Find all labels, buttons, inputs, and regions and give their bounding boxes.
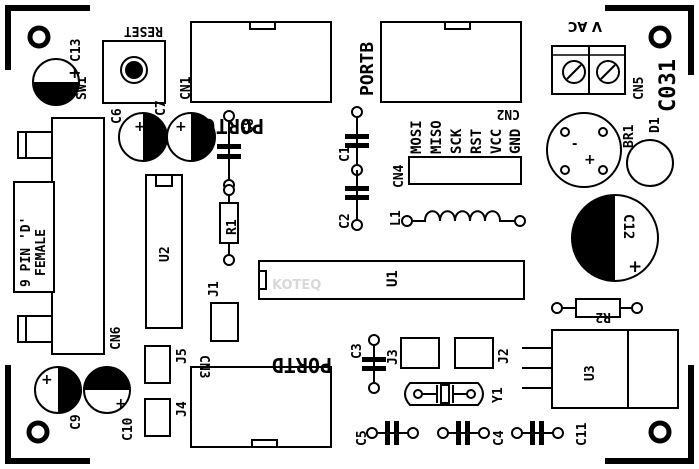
l1-label: L1 bbox=[389, 210, 404, 226]
r2-label: R2 bbox=[595, 309, 611, 324]
cn5-label: CN5 bbox=[632, 77, 647, 100]
db9-text-line1: 9 PIN 'D' bbox=[19, 217, 34, 287]
capacitor-c13: + bbox=[32, 58, 81, 106]
r1-label: R1 bbox=[225, 219, 240, 235]
u1-label: U1 bbox=[385, 270, 401, 287]
br1-plus: + bbox=[584, 152, 596, 168]
terminal-block-cn5: V AC CN5 C031 bbox=[551, 18, 681, 112]
ic-u2: U2 bbox=[145, 174, 183, 329]
capacitor-c12: C12 + bbox=[571, 194, 659, 282]
j5-label: J5 bbox=[175, 348, 190, 364]
pin-vcc-label: VCC bbox=[489, 129, 505, 154]
c6-plus: + bbox=[134, 119, 146, 135]
mounting-holes bbox=[26, 25, 672, 444]
reset-label: RESET bbox=[124, 23, 163, 38]
c4-label: C4 bbox=[492, 430, 507, 446]
jumper-j2: J2 bbox=[454, 337, 512, 369]
d1-label: D1 bbox=[648, 117, 663, 133]
reset-switch: RESET SW1 C13 bbox=[69, 23, 166, 104]
c13-label: C13 bbox=[69, 39, 84, 62]
br1-minus: - bbox=[572, 137, 577, 152]
pin-rst-label: RST bbox=[469, 129, 485, 154]
mounting-hole-top-left bbox=[27, 25, 51, 49]
c10-plus: + bbox=[115, 396, 127, 412]
c3-label: C3 bbox=[350, 343, 365, 359]
resistor-r2: R2 bbox=[551, 298, 643, 324]
connector-cn2: PORTB CN2 bbox=[357, 21, 522, 121]
c12-plus: + bbox=[628, 257, 642, 277]
cn1-label: CN1 bbox=[179, 76, 194, 100]
j2-label: J2 bbox=[497, 348, 512, 364]
portb-label: PORTB bbox=[357, 42, 378, 96]
resistor-r1: R1 bbox=[219, 184, 240, 266]
pin-sck-label: SCK bbox=[449, 128, 465, 154]
cn6-label: CN6 bbox=[109, 326, 124, 350]
c11-label: C11 bbox=[575, 422, 590, 446]
pin-gnd-label: GND bbox=[508, 129, 524, 154]
c12-label: C12 bbox=[620, 214, 636, 239]
bridge-rectifier-br1: - + BR1 bbox=[546, 112, 637, 188]
jumper-j4: J4 bbox=[144, 398, 190, 437]
c9-plus: + bbox=[41, 372, 53, 388]
regulator-u3: U3 bbox=[522, 329, 679, 409]
cn4-label: CN4 bbox=[392, 164, 407, 188]
j1-label: J1 bbox=[207, 281, 222, 297]
capacitor-c2: C2 bbox=[338, 170, 369, 231]
mounting-hole-bottom-right bbox=[648, 420, 672, 444]
c1-label: C1 bbox=[338, 146, 353, 162]
capacitor-c4: C4 bbox=[437, 421, 507, 446]
jumper-j3: J3 bbox=[386, 337, 440, 369]
c2-label: C2 bbox=[338, 213, 353, 229]
db9-text-line2: FEMALE bbox=[34, 229, 49, 276]
cn3-label: CN3 bbox=[196, 355, 211, 378]
inductor-l1: L1 bbox=[389, 210, 526, 227]
j3-label: J3 bbox=[386, 349, 401, 365]
c5-label: C5 bbox=[355, 430, 370, 446]
capacitor-c7: + C7 bbox=[154, 100, 216, 162]
ic-u1: KOTEQ U1 bbox=[258, 260, 525, 300]
capacitor-c5: C5 bbox=[355, 421, 419, 446]
capacitor-c6: + C6 bbox=[110, 108, 168, 162]
jumper-j5: J5 bbox=[144, 345, 190, 384]
connector-cn3: CN3 PORTD bbox=[190, 353, 332, 448]
diode-d1: D1 bbox=[626, 117, 674, 187]
br1-label: BR1 bbox=[622, 124, 637, 148]
connector-cn1: CN1 bbox=[179, 21, 332, 103]
board-code: C031 bbox=[656, 59, 681, 112]
capacitor-c10: + C10 bbox=[83, 366, 136, 441]
portd-label: PORTD bbox=[272, 353, 332, 377]
capacitor-c11: C11 bbox=[511, 421, 590, 446]
vac-label: V AC bbox=[568, 18, 602, 33]
j4-label: J4 bbox=[175, 401, 190, 417]
capacitor-c3: C3 bbox=[350, 334, 386, 394]
corner-marks bbox=[5, 5, 694, 464]
c7-label: C7 bbox=[154, 100, 169, 116]
c13-plus: + bbox=[68, 63, 81, 82]
watermark-text: KOTEQ bbox=[272, 278, 321, 293]
db9-connector-cn6: 9 PIN 'D' FEMALE CN6 bbox=[13, 117, 124, 355]
u2-label: U2 bbox=[158, 246, 173, 262]
mounting-hole-top-right bbox=[648, 25, 672, 49]
capacitor-c1: C1 bbox=[338, 106, 369, 176]
y1-label: Y1 bbox=[491, 387, 506, 403]
c7-plus: + bbox=[175, 119, 187, 135]
mounting-hole-bottom-left bbox=[26, 420, 50, 444]
pin-miso-label: MISO bbox=[429, 120, 445, 154]
crystal-y1: Y1 bbox=[404, 382, 506, 406]
c8-label: C8 bbox=[242, 118, 257, 134]
jumper-j1: J1 bbox=[207, 281, 239, 342]
cn2-label: CN2 bbox=[497, 106, 520, 121]
u3-label: U3 bbox=[583, 365, 598, 381]
pin-mosi-label: MOSI bbox=[409, 120, 425, 154]
c6-label: C6 bbox=[110, 108, 125, 124]
c9-label: C9 bbox=[69, 414, 84, 430]
c10-label: C10 bbox=[121, 417, 136, 441]
capacitor-c9: + C9 bbox=[34, 366, 84, 430]
isp-header-cn4: CN4 MOSI MISO SCK RST VCC GND bbox=[392, 120, 524, 188]
